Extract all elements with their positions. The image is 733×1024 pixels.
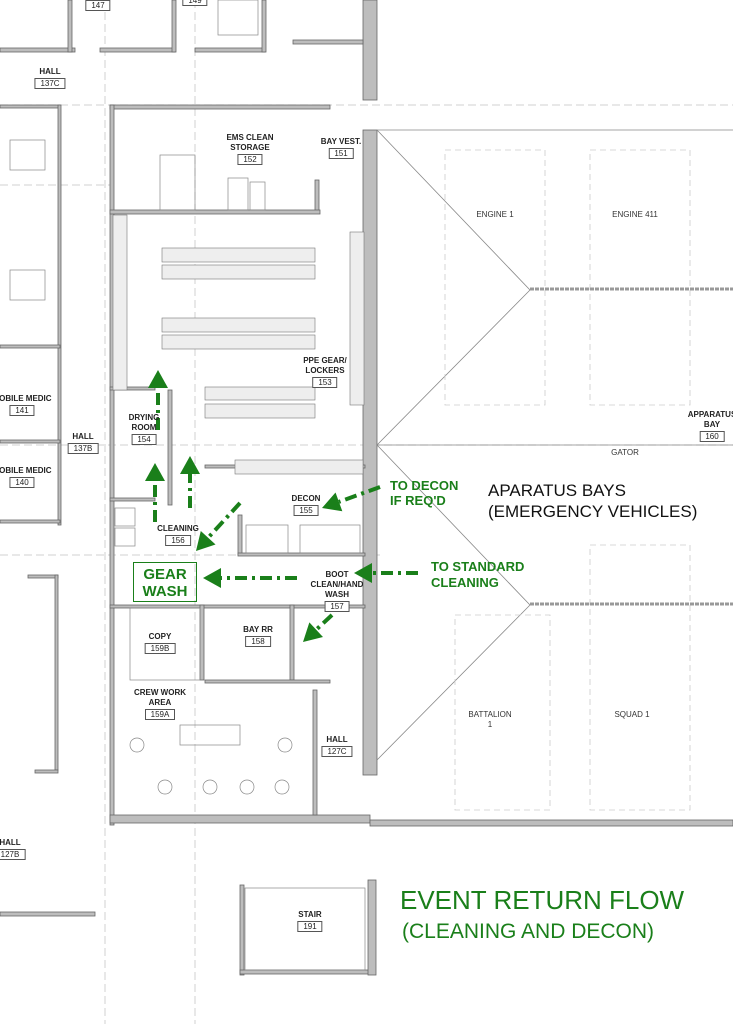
gear-wash-label: GEAR WASH bbox=[133, 562, 197, 602]
fixtures bbox=[9, 0, 366, 971]
room-name: HALL bbox=[0, 838, 21, 847]
room-label-bayvest: BAY VEST. 151 bbox=[321, 137, 361, 159]
room-label-hall127b: HALL 127B bbox=[0, 838, 26, 860]
arrowhead-icon bbox=[203, 568, 221, 588]
bay-label-battalion: BATTALION 1 bbox=[468, 710, 512, 729]
room-label-stair: STAIR 191 bbox=[297, 910, 323, 932]
room-number: 127C bbox=[321, 746, 353, 757]
arrowhead-icon bbox=[180, 456, 200, 474]
room-number: 137B bbox=[67, 443, 99, 454]
room-label-drying: DRYING ROOM 154 bbox=[128, 413, 160, 445]
room-label-boot: BOOT CLEAN/HAND WASH 157 bbox=[310, 570, 364, 612]
room-number: 140 bbox=[9, 477, 35, 488]
to-standard-cleaning-note: TO STANDARD CLEANING bbox=[431, 559, 525, 590]
room-name: DRYING ROOM bbox=[128, 413, 160, 432]
bay-roof-lines bbox=[376, 129, 733, 811]
room-number: 159B bbox=[144, 643, 176, 654]
diagram-title: EVENT RETURN FLOW bbox=[400, 885, 685, 915]
room-label-hall137b: HALL 137B bbox=[67, 432, 99, 454]
room-name: DECON bbox=[291, 494, 321, 503]
room-name: BAY VEST. bbox=[320, 137, 362, 146]
room-number: 151 bbox=[328, 148, 354, 159]
room-name: HALL bbox=[326, 735, 348, 744]
room-number: 159A bbox=[144, 709, 176, 720]
room-number: 141 bbox=[9, 405, 35, 416]
lockers bbox=[112, 214, 365, 475]
room-number: 156 bbox=[165, 535, 191, 546]
apparatus-bays-note: APARATUS BAYS (EMERGENCY VEHICLES) bbox=[488, 481, 698, 521]
room-name: CREW WORK AREA bbox=[134, 688, 186, 707]
room-name: CLEANING bbox=[157, 524, 199, 533]
room-name: PPE GEAR/ LOCKERS bbox=[303, 356, 347, 375]
flow-arrow-shaft bbox=[314, 613, 334, 632]
flow-arrow-shaft bbox=[338, 485, 381, 504]
room-label-ems: EMS CLEAN STORAGE 152 bbox=[226, 133, 274, 165]
bay-label-gator: GATOR bbox=[611, 448, 639, 457]
bay-label-engine411: ENGINE 411 bbox=[612, 210, 658, 219]
room-number: 149 bbox=[182, 0, 208, 6]
room-label-decon: DECON 155 bbox=[291, 494, 321, 516]
room-number: 155 bbox=[293, 505, 319, 516]
room-label-copy: COPY 159B bbox=[144, 632, 176, 654]
room-name: HALL bbox=[39, 67, 61, 76]
room-number: 160 bbox=[699, 431, 725, 442]
arrowhead-icon bbox=[145, 463, 165, 481]
room-number: 158 bbox=[245, 636, 271, 647]
room-label-medic140: MOBILE MEDIC 140 bbox=[0, 466, 52, 488]
room-label-bayrr: BAY RR 158 bbox=[243, 625, 273, 647]
bay-label-engine1: ENGINE 1 bbox=[476, 210, 514, 219]
room-number: 157 bbox=[324, 601, 350, 612]
room-number: 127B bbox=[0, 849, 26, 860]
room-name: MOBILE MEDIC bbox=[0, 394, 52, 403]
room-147: 147 bbox=[85, 0, 111, 11]
room-number: 137C bbox=[34, 78, 66, 89]
room-name: COPY bbox=[148, 632, 172, 641]
arrowhead-icon bbox=[322, 492, 343, 512]
room-label-medic141: MOBILE MEDIC 141 bbox=[0, 394, 52, 416]
room-name: MOBILE MEDIC bbox=[0, 466, 52, 475]
room-number: 154 bbox=[131, 434, 157, 445]
room-label-hall137c: HALL 137C bbox=[34, 67, 66, 89]
room-name: APPARATUS BAY bbox=[687, 410, 733, 429]
room-name: EMS CLEAN STORAGE bbox=[226, 133, 274, 152]
to-decon-note: TO DECON IF REQ'D bbox=[390, 478, 459, 508]
room-label-cleaning: CLEANING 156 bbox=[157, 524, 199, 546]
room-name: BAY RR bbox=[243, 625, 273, 634]
flow-arrow-shaft bbox=[206, 501, 242, 540]
trench-drains bbox=[530, 287, 733, 606]
arrowhead-icon bbox=[148, 370, 168, 388]
room-number: 191 bbox=[297, 921, 323, 932]
room-label-appbay: APPARATUS BAY 160 bbox=[688, 410, 733, 442]
arrowhead-icon bbox=[354, 563, 372, 583]
walls bbox=[0, 0, 733, 976]
room-label-crew: CREW WORK AREA 159A bbox=[134, 688, 186, 720]
room-label-ppe: PPE GEAR/ LOCKERS 153 bbox=[303, 356, 347, 388]
bay-label-squad: SQUAD 1 bbox=[614, 710, 650, 719]
room-name: HALL bbox=[72, 432, 94, 441]
room-number: 153 bbox=[312, 377, 338, 388]
room-number: 152 bbox=[237, 154, 263, 165]
room-label-hall127c: HALL 127C bbox=[321, 735, 353, 757]
room-149: 149 bbox=[182, 0, 208, 6]
diagram-subtitle: (CLEANING AND DECON) bbox=[402, 920, 655, 943]
arrowhead-icon bbox=[303, 622, 323, 642]
flow-arrows bbox=[145, 370, 418, 642]
room-name: STAIR bbox=[298, 910, 322, 919]
room-number: 147 bbox=[85, 0, 111, 11]
room-name: BOOT CLEAN/HAND WASH bbox=[310, 570, 364, 599]
arrowhead-icon bbox=[196, 530, 216, 551]
